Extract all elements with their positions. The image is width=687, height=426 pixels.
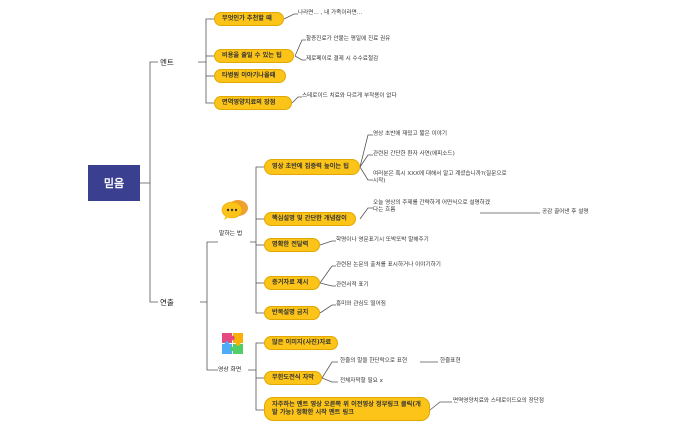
screen-item-1: 많은 이미지(사진)자료 [264, 336, 338, 350]
speaking-leaf: 학명이나 영문표기시 또박또박 말해주기 [336, 237, 429, 243]
screen-item-2: 무한도전식 자막 [264, 371, 322, 385]
speaking-leaf: 관련서적 표기 [336, 282, 369, 288]
puzzle-icon [222, 333, 243, 354]
branch-ment-label: 멘트 [160, 58, 174, 67]
speaking-leaf: 관련된 간단한 환자 사연(에피소드) [373, 151, 455, 157]
ment-leaf: 제로페이로 결제 시 수수료절감 [306, 56, 379, 62]
speaking-item-3: 명확한 전달력 [264, 238, 320, 252]
ment-leaf: 나라면... , 내 가족이라면... [298, 10, 363, 16]
ment-leaf: 스테로이드 치료와 다르게 부작용이 없다 [302, 93, 397, 99]
speaking-leaf: 오늘 영상의 주제를 간략하게 어떤식으로 설명하겠다는 흐름 [373, 200, 490, 214]
speaking-item-2: 핵심설명 및 간단한 개념잡이 [264, 212, 356, 226]
speaking-item-1: 영상 초반에 집중력 높이는 팁 [264, 159, 360, 175]
screen-leaf: 전체자막할 필요 x [340, 378, 383, 384]
ment-item-4: 면역영양치료의 장점 [214, 96, 292, 110]
speaking-label: 말하는 법 [219, 231, 243, 237]
speaking-item-5: 반복설명 금지 [264, 306, 320, 320]
ment-item-3: 타병원 이야기나올때 [214, 69, 286, 83]
ment-item-1: 무엇인가 추천할 때 [214, 12, 284, 26]
branch-yeonchul-label: 연출 [160, 298, 174, 307]
speaking-leaf: 흥미와 관심도 떨어짐 [336, 301, 386, 307]
screen-item-3: 자주하는 멘트 영상 오른쪽 위 이전영상 정부링크 클릭(개발 가능) 정확한… [264, 397, 430, 421]
screen-subleaf: 한줄표현 [440, 358, 461, 364]
screen-leaf: 면역영양치료와 스테로이드요의 장단점 [453, 398, 545, 404]
ment-item-2: 비용을 줄일 수 있는 팁 [214, 49, 294, 63]
screen-leaf: 한줄의 말을 한단락으로 표현 [340, 358, 408, 364]
root-node: 믿음 [88, 165, 140, 201]
screen-label: 영상 화면 [218, 367, 242, 373]
ment-leaf: 할증진료가 안붙는 평일에 진료 권유 [306, 36, 391, 42]
speaking-leaf: 여러분은 혹시 XXX에 대해서 알고 계셨습니까?(질문으로 시작) [373, 171, 507, 185]
speech-bubbles-icon [221, 200, 248, 220]
speaking-subleaf: 공감 끌어낸 후 설명 [542, 209, 589, 215]
speaking-item-4: 증거자료 제시 [264, 276, 320, 290]
speaking-leaf: 영상 초반에 재밌고 짧은 이야기 [373, 131, 448, 137]
speaking-leaf: 관련된 논문의 출처를 표시하거나 이야기하기 [336, 262, 441, 268]
